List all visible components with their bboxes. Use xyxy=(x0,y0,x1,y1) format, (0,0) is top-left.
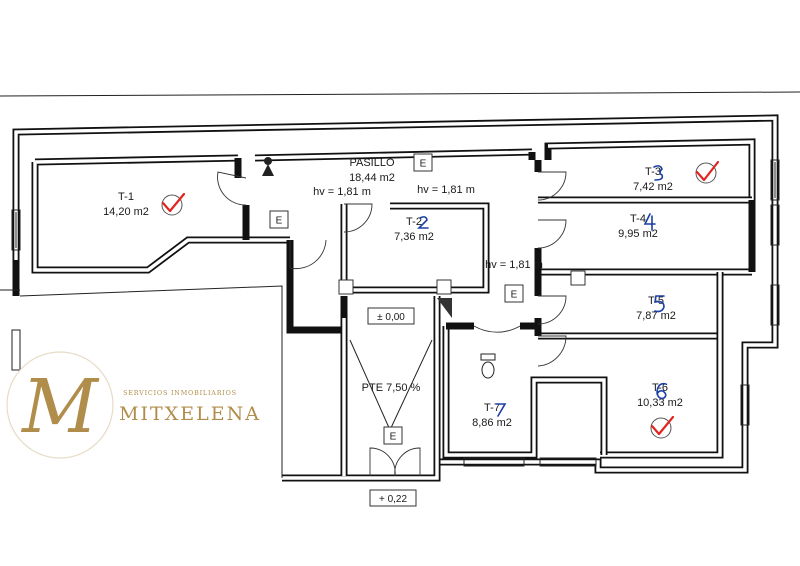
room-t2-area: 7,36 m2 xyxy=(394,231,434,243)
check-icon-t1 xyxy=(161,192,186,216)
svg-text:E: E xyxy=(276,216,283,227)
check-marks xyxy=(161,160,720,439)
ramp-arrow-marker xyxy=(437,298,452,318)
windows xyxy=(11,159,780,467)
svg-text:E: E xyxy=(390,432,397,443)
ceiling-height-2: hv = 1,81 m xyxy=(417,184,475,196)
ceiling-height-3: hv = 1,81 m xyxy=(485,259,543,271)
check-icon-t3 xyxy=(695,160,720,184)
room-t1-name: T-1 xyxy=(118,191,134,203)
paper-edge xyxy=(0,91,800,97)
room-t4-area: 9,95 m2 xyxy=(618,228,658,240)
svg-text:E: E xyxy=(420,159,427,170)
entrance-icon xyxy=(262,157,274,176)
room-t6-area: 10,33 m2 xyxy=(637,397,683,409)
pen-annotations xyxy=(417,165,667,417)
logo-tagline: SERVICIOS INMOBILIARIOS xyxy=(123,389,237,397)
corridor-name: PASILLO xyxy=(349,157,394,169)
logo-company: MITXELENA xyxy=(119,403,261,425)
level-markers: ± 0,00 + 0,22 xyxy=(367,307,417,507)
check-icon-t6 xyxy=(650,415,675,439)
room-t7-area: 8,86 m2 xyxy=(472,417,512,429)
doors xyxy=(217,171,567,477)
room-t1-area: 14,20 m2 xyxy=(103,206,149,218)
toilet-fixture xyxy=(480,353,496,379)
svg-text:E: E xyxy=(511,290,518,301)
level-entry: + 0,22 xyxy=(379,494,408,505)
logo-monogram: M xyxy=(20,364,100,450)
room-t7-name: T-7 xyxy=(484,402,500,414)
corridor-area: 18,44 m2 xyxy=(349,172,395,184)
inner-walls xyxy=(31,138,756,476)
ramp-slope: PTE 7,50 % xyxy=(362,382,421,394)
exit-markers: E E E E xyxy=(269,153,524,445)
room-labels: PASILLO 18,44 m2 hv = 1,81 m hv = 1,81 m… xyxy=(103,157,683,429)
room-t3-name: T-3 xyxy=(645,166,661,178)
company-logo: M SERVICIOS INMOBILIARIOS MITXELENA xyxy=(6,351,261,459)
level-ground: ± 0,00 xyxy=(377,312,405,323)
room-t5-area: 7,87 m2 xyxy=(636,310,676,322)
room-t3-area: 7,42 m2 xyxy=(633,181,673,193)
ceiling-height-1: hv = 1,81 m xyxy=(313,186,371,198)
room-t4-name: T-4 xyxy=(630,213,646,225)
room-t2-name: T-2 xyxy=(406,216,422,228)
